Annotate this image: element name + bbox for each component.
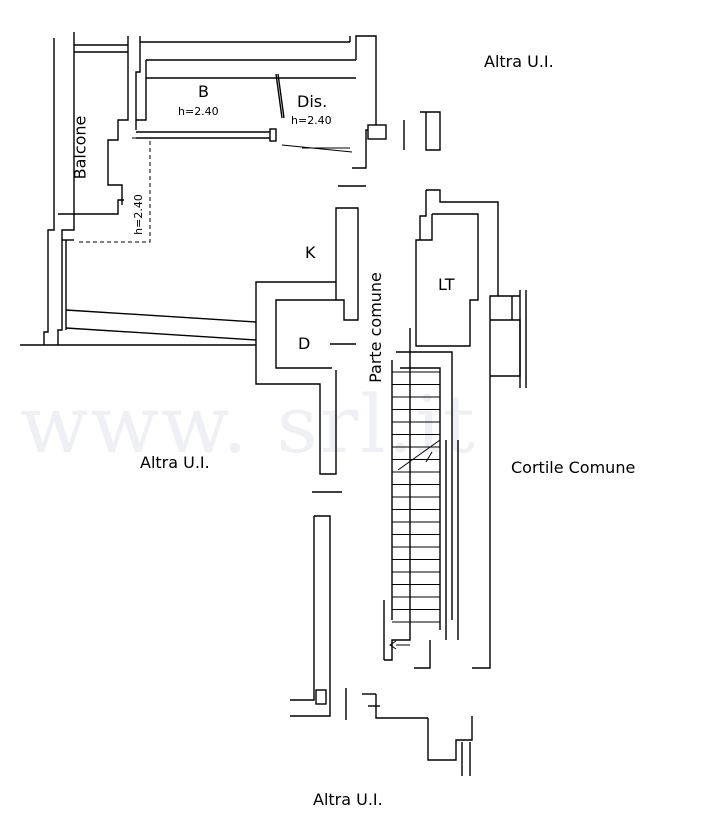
stair-treads xyxy=(392,371,440,623)
label-altra-left: Altra U.I. xyxy=(140,453,210,472)
room-dis-name: Dis. xyxy=(297,92,328,111)
lower-corridor-wall xyxy=(290,515,347,720)
room-dis-height: h=2.40 xyxy=(291,114,332,127)
left-wall xyxy=(20,309,257,346)
watermark: www. srl.it xyxy=(20,378,477,471)
room-lt-name: LT xyxy=(438,275,455,294)
room-k-name: K xyxy=(305,243,316,262)
label-balcone-height: h=2.40 xyxy=(131,194,145,235)
label-altra-top-right: Altra U.I. xyxy=(484,52,554,71)
room-d-name: D xyxy=(298,334,311,353)
label-cortile: Cortile Comune xyxy=(511,458,636,477)
kitchen-walls xyxy=(255,207,359,493)
laundry-walls xyxy=(403,111,527,669)
room-b-name: B xyxy=(198,82,209,101)
staircase xyxy=(362,328,473,776)
label-parte-comune: Parte comune xyxy=(365,272,385,383)
balcony-walls xyxy=(43,32,141,345)
room-b-height: h=2.40 xyxy=(178,105,219,118)
bathroom-walls xyxy=(136,35,387,187)
label-balcone: Balcone xyxy=(70,115,90,180)
label-altra-bottom: Altra U.I. xyxy=(313,790,383,809)
